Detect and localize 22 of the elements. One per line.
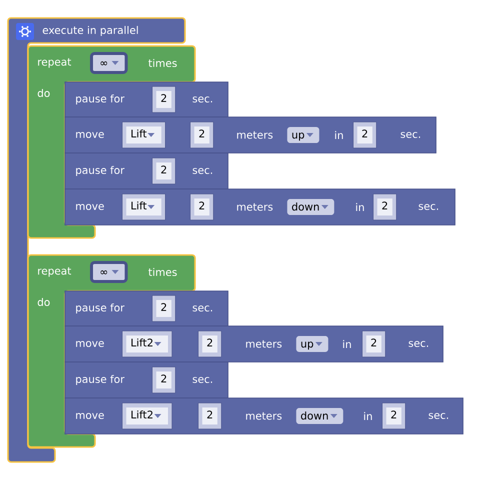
dropdown-field: ∞	[90, 261, 128, 283]
number-field: 2	[152, 158, 176, 184]
dropdown-field: up	[296, 336, 328, 352]
number-field: 2	[353, 122, 377, 148]
number-field: 2	[152, 86, 176, 113]
dropdown-field: Lift2	[122, 402, 172, 430]
number-field: 2	[190, 194, 214, 220]
number-field: 2	[152, 366, 176, 394]
dropdown-field: down	[287, 199, 334, 215]
number-field: 2	[198, 330, 222, 358]
dropdown-field: up	[287, 127, 320, 143]
dropdown-field: Lift	[122, 122, 166, 148]
number-field: 2	[152, 295, 176, 322]
number-field: 2	[362, 330, 386, 358]
number-field: 2	[382, 402, 406, 430]
dropdown-field: Lift2	[122, 330, 172, 358]
number-field: 2	[190, 122, 214, 148]
number-field: 2	[198, 402, 222, 430]
dropdown-field: Lift	[122, 194, 166, 220]
number-field: 2	[373, 194, 397, 220]
dropdown-field: ∞	[90, 52, 128, 74]
dropdown-field: down	[296, 408, 344, 424]
